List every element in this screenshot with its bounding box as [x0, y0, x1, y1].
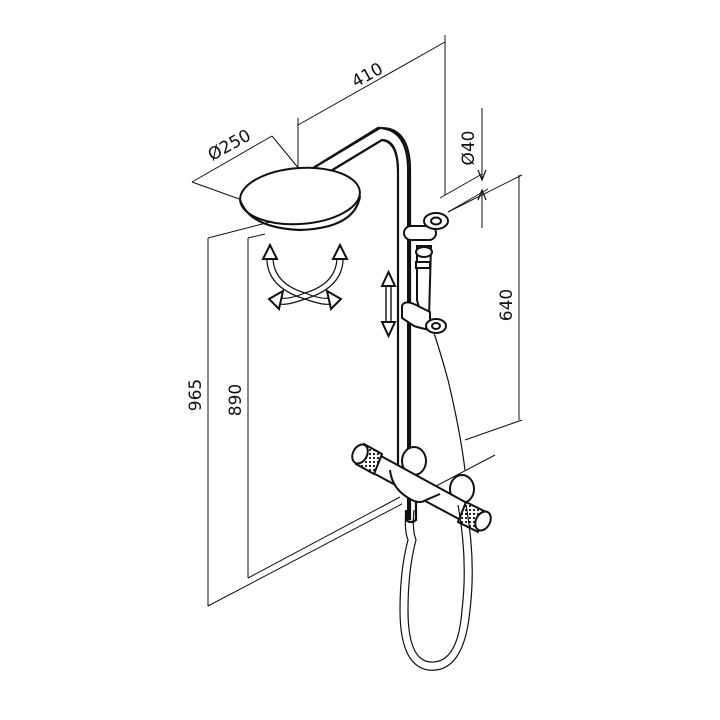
flow-knob: [456, 500, 492, 534]
hand-shower: [415, 245, 466, 471]
dimension-label-640: 640: [497, 289, 517, 321]
dimension-label-250: Ø250: [205, 126, 255, 166]
dimension-label-890: 890: [226, 384, 246, 416]
dimension-head-height: 890: [226, 233, 401, 579]
shower-head: [238, 166, 362, 232]
vertical-double-arrow-icon: [380, 269, 397, 339]
slider-bracket: [401, 301, 447, 334]
dimension-pipe-diameter: Ø40: [439, 108, 489, 228]
dimension-rail-length: 640: [447, 174, 523, 441]
shower-hose: [399, 504, 473, 671]
dimension-label-410: 410: [349, 59, 387, 92]
top-bracket: [403, 212, 449, 241]
rotate-arrows-icon: [261, 242, 349, 311]
dimension-label-965: 965: [186, 379, 206, 411]
dimension-total-height: 965: [186, 221, 496, 607]
thermostatic-mixer: [351, 442, 492, 534]
temperature-knob: [351, 442, 384, 476]
dimension-label-40: Ø40: [459, 130, 479, 165]
